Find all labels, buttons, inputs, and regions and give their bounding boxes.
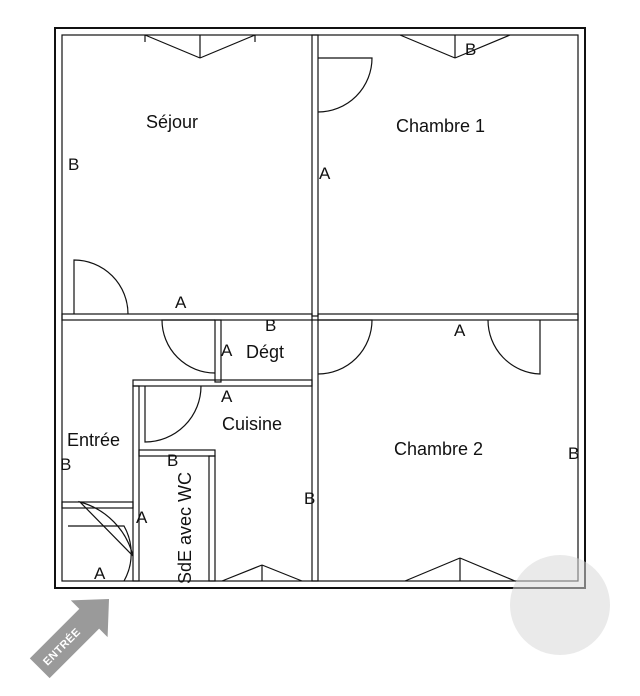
label-degt: Dégt [246,342,284,362]
door-cuisine[interactable] [144,385,202,443]
marker-b: B [68,155,79,174]
door-front[interactable] [68,525,132,582]
marker-b: B [60,455,71,474]
window-chambre1 [399,34,511,59]
label-sejour: Séjour [146,112,198,132]
doors [68,57,541,582]
marker-a: A [221,387,233,406]
door-chambre2-left[interactable] [317,319,373,375]
marker-a: A [175,293,187,312]
marker-b: B [265,316,276,335]
marker-b: B [304,489,315,508]
marker-a: A [221,341,233,360]
entrance-arrow: ENTRÉE [29,598,110,679]
label-entree: Entrée [67,430,120,450]
label-chambre2: Chambre 2 [394,439,483,459]
marker-a: A [319,164,331,183]
marker-a: A [94,564,106,583]
interior-walls [61,34,579,582]
window-chambre2 [404,557,516,582]
marker-b: B [167,451,178,470]
label-cuisine: Cuisine [222,414,282,434]
window-cuisine [221,564,303,582]
door-sejour[interactable] [73,259,129,315]
marker-b: B [568,444,579,463]
door-entree[interactable] [78,500,134,557]
marker-b: B [465,40,476,59]
marker-a: A [454,321,466,340]
marker-a: A [136,508,148,527]
door-degt-left[interactable] [161,319,216,374]
wall-markers: B B A A B A A A B B B B A A [60,40,579,583]
window-sejour [144,34,256,59]
outer-walls [54,27,586,589]
windows [144,34,516,582]
label-chambre1: Chambre 1 [396,116,485,136]
door-chambre2-top[interactable] [487,319,541,375]
door-chambre1[interactable] [317,57,373,113]
room-labels: Séjour Chambre 1 Dégt Cuisine Chambre 2 … [67,112,485,584]
watermark [510,555,610,655]
label-sde: SdE avec WC [175,472,195,584]
